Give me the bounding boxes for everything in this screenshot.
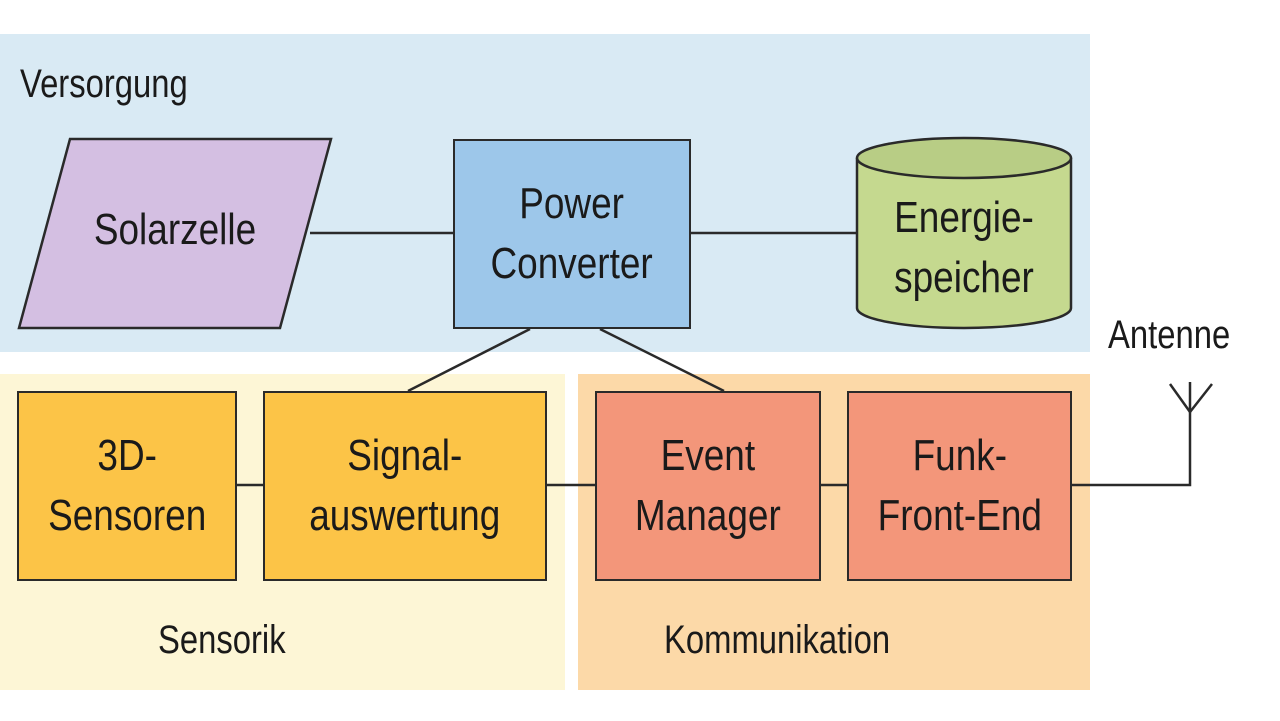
node-solarzelle-label: Solarzelle	[93, 205, 257, 254]
antenna-label: Antenne	[1108, 313, 1231, 357]
region-label-versorgung: Versorgung	[20, 62, 188, 106]
node-energiespeicher-label: Energie- speicher	[894, 193, 1034, 302]
node-event-manager[interactable]: Event Manager	[595, 391, 821, 581]
node-power-converter[interactable]: Power Converter	[453, 139, 691, 329]
node-3d-sensoren[interactable]: 3D- Sensoren	[17, 391, 237, 581]
region-label-sensorik: Sensorik	[158, 618, 286, 662]
node-solarzelle-shape[interactable]	[17, 137, 333, 330]
edge-funk-front-end-antenna	[1072, 412, 1192, 487]
antenna-icon	[1168, 382, 1213, 413]
edge-power-converter-event-manager	[599, 327, 725, 393]
node-signalauswertung[interactable]: Signal- auswertung	[263, 391, 547, 581]
node-funk-front-end[interactable]: Funk- Front-End	[847, 391, 1072, 581]
node-energiespeicher-shape[interactable]	[855, 136, 1073, 330]
edge-power-converter-signalauswertung	[407, 327, 531, 393]
region-label-kommunikation: Kommunikation	[664, 618, 891, 662]
